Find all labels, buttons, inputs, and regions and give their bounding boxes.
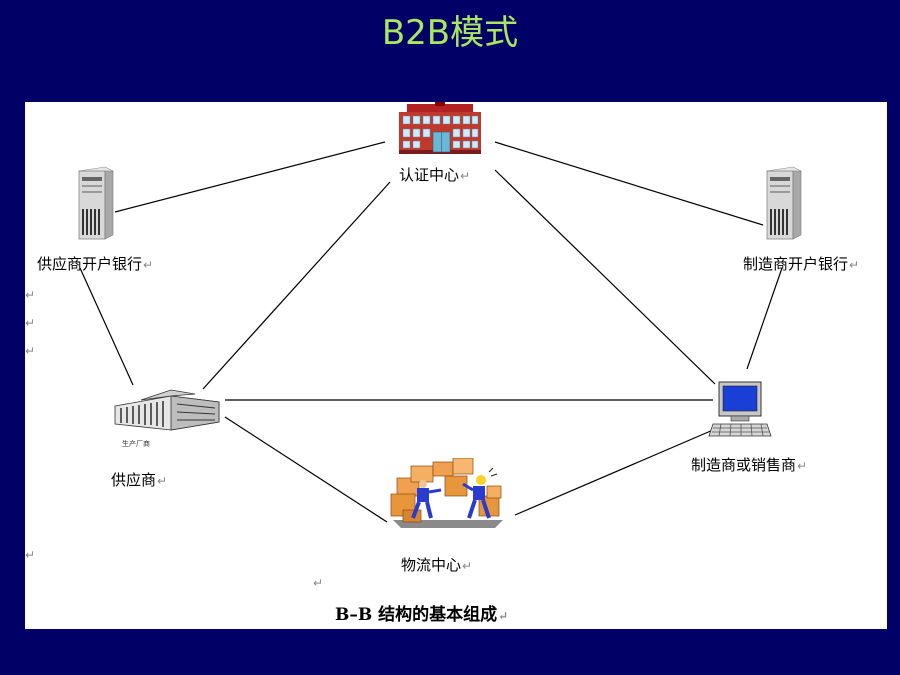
line-retailer-logistics [514,429,714,516]
line-supplier-logistics [224,416,388,523]
supplier-label: 供应商↵ [111,471,168,489]
factory-icon [114,389,220,431]
supplier-bank-label: 供应商开户银行↵ [37,255,154,273]
line-supplierbank-supplier [79,267,134,386]
cert-center-label: 认证中心↵ [399,166,471,184]
computer-icon [708,381,772,437]
return-mark: ↵ [313,576,324,590]
return-mark: ↵ [25,316,36,330]
server-icon [78,166,114,240]
manufacturer-retailer-label: 制造商或销售商↵ [691,456,808,474]
return-mark: ↵ [25,288,36,302]
server-icon [766,166,802,240]
slide-title: B2B模式 [381,13,519,53]
warehouse-workers-icon [390,458,503,528]
diagram-canvas: 认证中心↵ 供应商开户银行↵ 制造商开户银行↵ ↵ ↵ ↵ ↵ ↵ [25,102,887,629]
line-certcenter-retailer [494,169,716,385]
line-certcenter-manufbank [494,141,764,226]
line-manufbank-retailer [746,267,783,370]
manufacturer-bank-label: 制造商开户银行↵ [743,255,860,273]
factory-sign: 生产厂商 [122,440,150,448]
line-certcenter-supplier [202,181,391,390]
connection-lines [79,141,783,523]
building-icon [399,102,481,154]
line-certcenter-supplierbank [114,141,386,213]
diagram-caption: B–B 结构的基本组成↵ [335,605,509,625]
return-mark: ↵ [25,548,36,562]
return-mark: ↵ [25,344,36,358]
logistics-center-label: 物流中心↵ [401,556,473,574]
